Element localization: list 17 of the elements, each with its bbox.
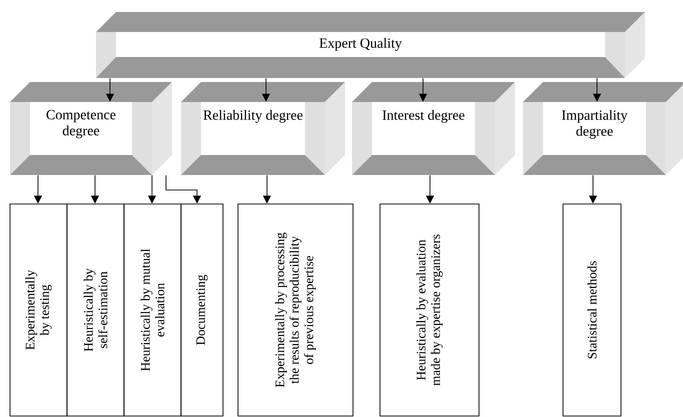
box-3d: Competence degree bbox=[10, 82, 172, 175]
method-column: Heuristically by evaluation made by expertise organizers bbox=[380, 204, 480, 416]
method-column: Experimentally by testing bbox=[10, 204, 68, 416]
node-label: Reliability degree bbox=[203, 110, 302, 123]
method-column: Heuristically by mutual evaluation bbox=[124, 204, 182, 416]
node-label: Impartiality degree bbox=[562, 110, 628, 139]
method-column: Heuristically by self-estimation bbox=[66, 204, 124, 416]
box-3d: Reliability degree bbox=[181, 82, 345, 175]
box-3d: Impartiality degree bbox=[523, 82, 683, 175]
method-column: Statistical methods bbox=[562, 204, 622, 416]
method-column: Documenting bbox=[180, 204, 224, 416]
node-label: Expert Quality bbox=[320, 38, 402, 51]
box-3d: Interest degree bbox=[352, 82, 515, 175]
node-label: Competence degree bbox=[46, 110, 116, 138]
method-column: Experimentally by processing the results of reproducibility of previous expertise bbox=[238, 204, 354, 416]
node-label: Interest degree bbox=[382, 110, 464, 123]
box-3d: Expert Quality bbox=[96, 12, 645, 78]
